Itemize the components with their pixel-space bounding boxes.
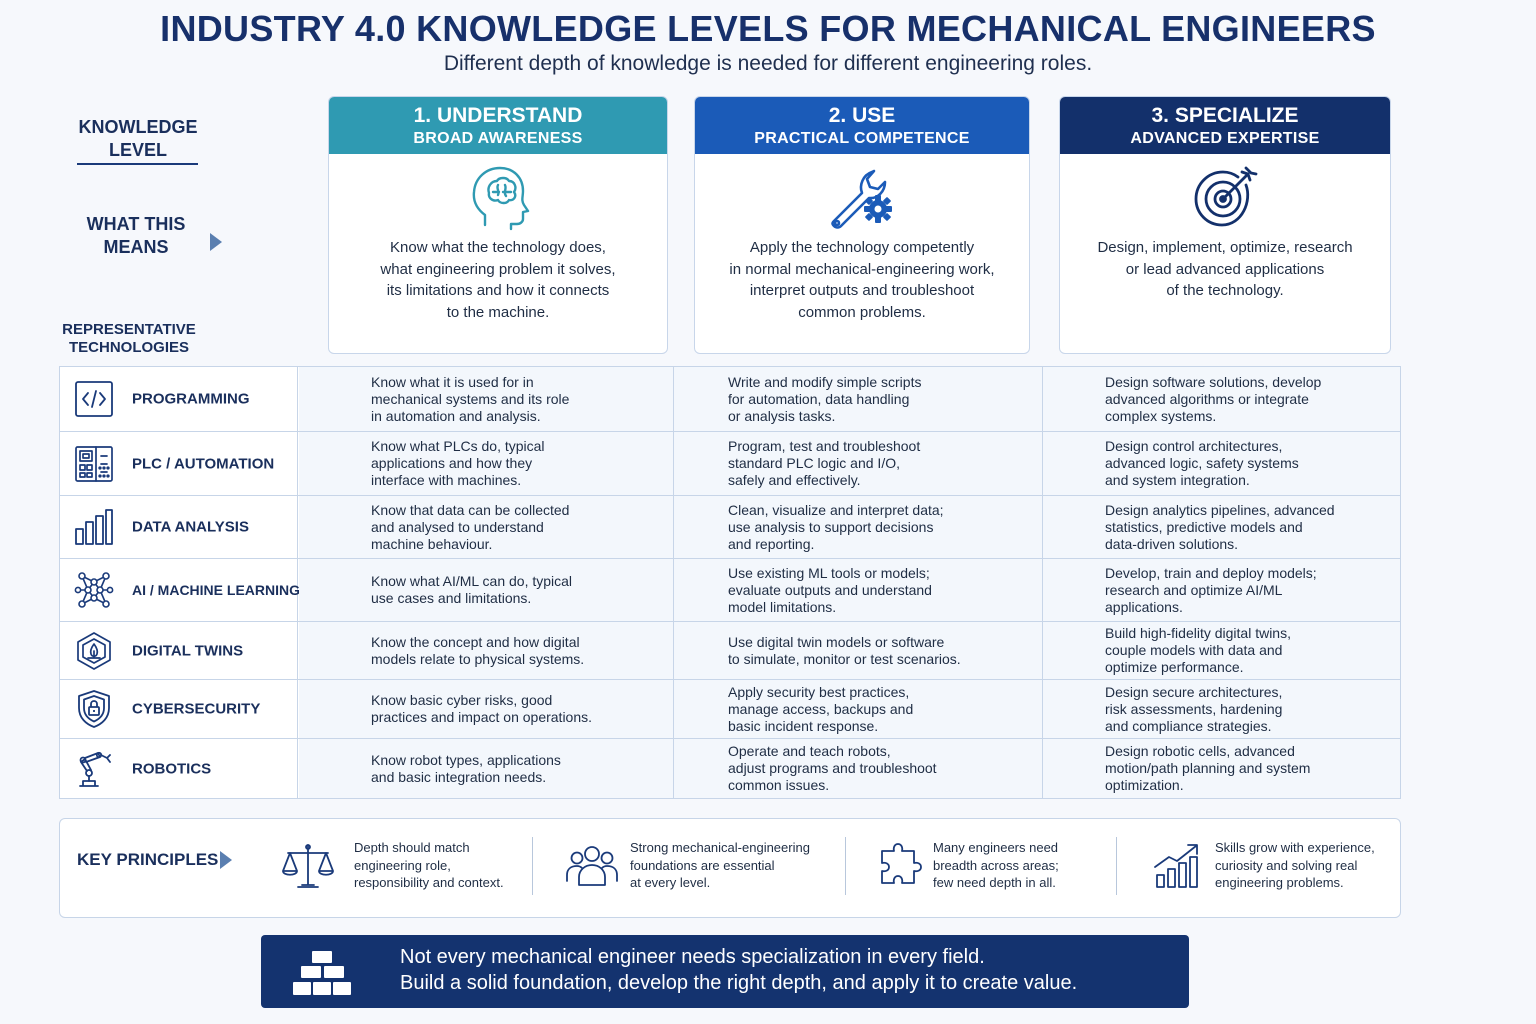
tech-name: CYBERSECURITY — [132, 700, 261, 718]
use-cell: Clean, visualize and interpret data; use… — [673, 496, 1042, 558]
level-description: Design, implement, optimize, research or… — [1097, 239, 1353, 299]
specialize-cell: Design robotic cells, advanced motion/pa… — [1042, 739, 1400, 798]
divider — [532, 837, 533, 895]
table-row-cybersecurity: CYBERSECURITY Know basic cyber risks, go… — [60, 679, 1400, 738]
tech-name-cell: CYBERSECURITY — [60, 680, 298, 738]
understand-cell: Know what AI/ML can do, typical use case… — [299, 559, 673, 621]
specialize-cell: Develop, train and deploy models; resear… — [1042, 559, 1400, 621]
tech-name-cell: PROGRAMMING — [60, 367, 298, 431]
specialize-cell: Design secure architectures, risk assess… — [1042, 680, 1400, 738]
puzzle-icon — [876, 841, 932, 893]
use-cell: Use digital twin models or software to s… — [673, 622, 1042, 679]
key-principles-label: KEY PRINCIPLES — [77, 850, 219, 869]
level-title: 2. USE — [828, 104, 896, 127]
level-subtitle: ADVANCED EXPERTISE — [1130, 130, 1320, 147]
arrow-right-icon — [210, 233, 222, 251]
tech-name-cell: DIGITAL TWINS — [60, 622, 298, 679]
plc-icon — [74, 444, 114, 484]
level-title: 1. UNDERSTAND — [413, 104, 583, 127]
level-header: 2. USE PRACTICAL COMPETENCE — [695, 97, 1029, 154]
use-cell: Operate and teach robots, adjust program… — [673, 739, 1042, 798]
arrow-right-icon — [220, 851, 232, 869]
table-row-plc-automation: PLC / AUTOMATION Know what PLCs do, typi… — [60, 431, 1400, 495]
stacked-bricks-icon — [291, 948, 353, 998]
digital-twin-icon — [74, 631, 114, 671]
knowledge-level-underline — [77, 163, 198, 165]
table-row-digital-twins: DIGITAL TWINS Know the concept and how d… — [60, 621, 1400, 679]
shield-lock-icon — [74, 689, 114, 729]
tech-name: DATA ANALYSIS — [132, 518, 249, 536]
understand-cell: Know what it is used for in mechanical s… — [299, 367, 673, 431]
page-title: INDUSTRY 4.0 KNOWLEDGE LEVELS FOR MECHAN… — [160, 8, 1376, 49]
use-cell: Use existing ML tools or models; evaluat… — [673, 559, 1042, 621]
tech-name-cell: AI / MACHINE LEARNING — [60, 559, 300, 621]
level-description: Apply the technology competently in norm… — [729, 239, 995, 321]
use-cell: Program, test and troubleshoot standard … — [673, 432, 1042, 495]
level-description: Know what the technology does, what engi… — [380, 239, 616, 321]
key-principles-panel: KEY PRINCIPLES Depth should match engine… — [59, 818, 1401, 918]
level-card-understand: 1. UNDERSTAND BROAD AWARENESS Know what … — [328, 96, 668, 354]
balance-scale-icon — [280, 841, 336, 893]
principle-text: Many engineers need breadth across areas… — [933, 840, 1059, 890]
wrench-gear-icon — [695, 163, 1029, 233]
understand-cell: Know robot types, applications and basic… — [299, 739, 673, 798]
neural-network-icon — [74, 570, 114, 610]
table-row-programming: PROGRAMMING Know what it is used for in … — [60, 367, 1400, 431]
technologies-table: PROGRAMMING Know what it is used for in … — [59, 366, 1401, 799]
level-header: 1. UNDERSTAND BROAD AWARENESS — [329, 97, 667, 154]
banner-line-2: Build a solid foundation, develop the ri… — [400, 972, 1078, 994]
bottom-banner: Not every mechanical engineer needs spec… — [261, 935, 1189, 1008]
tech-name-cell: DATA ANALYSIS — [60, 496, 298, 558]
robot-arm-icon — [74, 749, 114, 789]
banner-line-1: Not every mechanical engineer needs spec… — [400, 946, 985, 968]
principle-item: Strong mechanical-engineering foundation… — [560, 819, 840, 917]
principle-text: Strong mechanical-engineering foundation… — [630, 840, 810, 890]
people-group-icon — [564, 841, 620, 893]
understand-cell: Know that data can be collected and anal… — [299, 496, 673, 558]
brain-head-icon — [329, 163, 667, 233]
principle-item: Depth should match engineering role, res… — [278, 819, 528, 917]
growth-chart-icon — [1152, 841, 1208, 893]
principle-item: Skills grow with experience, curiosity a… — [1150, 819, 1390, 917]
understand-cell: Know the concept and how digital models … — [299, 622, 673, 679]
target-icon — [1060, 163, 1390, 233]
what-this-means-label: WHAT THIS MEANS — [86, 214, 186, 257]
level-subtitle: BROAD AWARENESS — [413, 130, 583, 147]
tech-name: AI / MACHINE LEARNING — [132, 582, 300, 598]
page-subtitle: Different depth of knowledge is needed f… — [443, 52, 1093, 75]
representative-technologies-label: REPRESENTATIVE TECHNOLOGIES — [62, 321, 196, 356]
level-subtitle: PRACTICAL COMPETENCE — [754, 130, 970, 147]
tech-name: ROBOTICS — [132, 760, 212, 777]
specialize-cell: Design software solutions, develop advan… — [1042, 367, 1400, 431]
divider — [1116, 837, 1117, 895]
tech-name-cell: ROBOTICS — [60, 739, 298, 798]
tech-name-cell: PLC / AUTOMATION — [60, 432, 298, 495]
use-cell: Write and modify simple scripts for auto… — [673, 367, 1042, 431]
understand-cell: Know what PLCs do, typical applications … — [299, 432, 673, 495]
knowledge-level-label: KNOWLEDGE LEVEL — [78, 117, 198, 160]
level-title: 3. SPECIALIZE — [1151, 104, 1299, 127]
specialize-cell: Build high-fidelity digital twins, coupl… — [1042, 622, 1400, 679]
divider — [845, 837, 846, 895]
table-row-ai-machine-learning: AI / MACHINE LEARNING Know what AI/ML ca… — [60, 558, 1400, 621]
specialize-cell: Design control architectures, advanced l… — [1042, 432, 1400, 495]
principle-item: Many engineers need breadth across areas… — [872, 819, 1112, 917]
tech-name: DIGITAL TWINS — [132, 642, 244, 659]
use-cell: Apply security best practices, manage ac… — [673, 680, 1042, 738]
tech-name: PROGRAMMING — [132, 390, 250, 408]
level-header: 3. SPECIALIZE ADVANCED EXPERTISE — [1060, 97, 1390, 154]
table-row-robotics: ROBOTICS Know robot types, applications … — [60, 738, 1400, 798]
level-card-use: 2. USE PRACTICAL COMPETENCE Apply the te… — [694, 96, 1030, 354]
table-row-data-analysis: DATA ANALYSIS Know that data can be coll… — [60, 495, 1400, 558]
bar-chart-icon — [74, 507, 114, 547]
principle-text: Skills grow with experience, curiosity a… — [1215, 840, 1375, 890]
level-card-specialize: 3. SPECIALIZE ADVANCED EXPERTISE Design,… — [1059, 96, 1391, 354]
principle-text: Depth should match engineering role, res… — [354, 840, 504, 890]
code-icon — [74, 379, 114, 419]
specialize-cell: Design analytics pipelines, advanced sta… — [1042, 496, 1400, 558]
understand-cell: Know basic cyber risks, good practices a… — [299, 680, 673, 738]
tech-name: PLC / AUTOMATION — [132, 455, 275, 472]
